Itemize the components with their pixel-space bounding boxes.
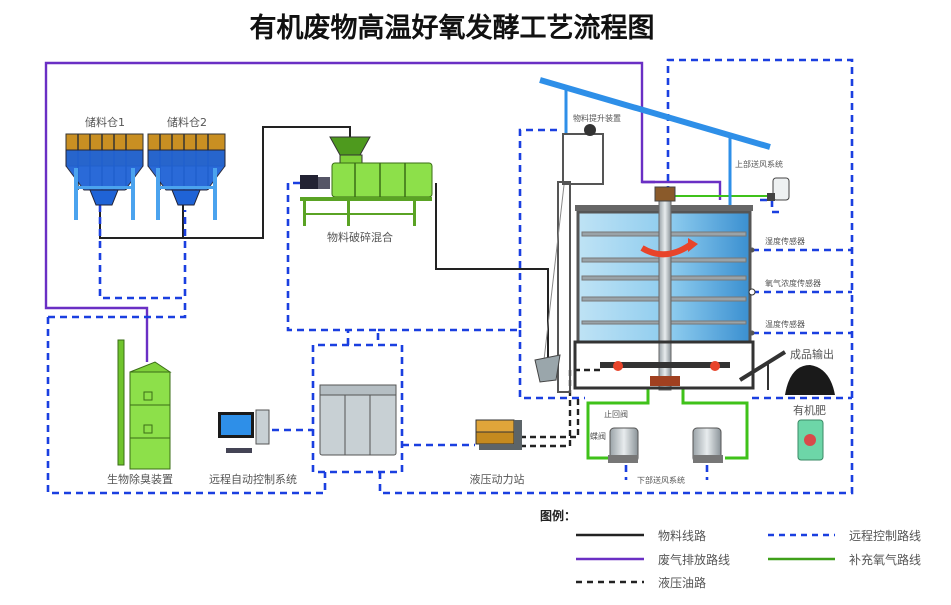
diagram-title: 有机废物高温好氧发酵工艺流程图 bbox=[250, 12, 655, 44]
control-cabinet[interactable] bbox=[319, 384, 397, 456]
legend-label-waste-gas: 废气排放路线 bbox=[658, 552, 730, 567]
crusher-mixer[interactable] bbox=[300, 136, 433, 226]
butterfly-valve-label: 蝶阀 bbox=[590, 431, 606, 441]
legend-label-remote-control: 远程控制路线 bbox=[849, 528, 921, 543]
hydraulic-oil-line bbox=[520, 368, 600, 448]
lower-air-blower-left[interactable] bbox=[608, 427, 639, 463]
storage-silo-1[interactable] bbox=[65, 133, 144, 220]
storage-silo-2[interactable] bbox=[147, 133, 226, 220]
hydraulic-power-station[interactable] bbox=[475, 419, 522, 450]
organic-fertilizer-label: 有机肥 bbox=[793, 403, 826, 417]
lower-air-supply-label: 下部送风系统 bbox=[637, 475, 685, 485]
upper-air-supply-label: 上部送风系统 bbox=[735, 159, 783, 169]
exhaust-roof-beam bbox=[539, 77, 771, 210]
legend-label-oxygen: 补充氧气路线 bbox=[849, 552, 921, 567]
oxygen-supply-line bbox=[586, 195, 770, 460]
fermentation-reactor[interactable] bbox=[573, 186, 755, 391]
waste-gas-line bbox=[44, 61, 722, 362]
material-lifting-device[interactable] bbox=[534, 124, 604, 393]
deodorizer-label: 生物除臭装置 bbox=[107, 472, 173, 486]
upper-air-blower[interactable] bbox=[767, 177, 790, 201]
crusher-mixer-label: 物料破碎混合 bbox=[327, 230, 393, 244]
hydraulic-station-label: 液压动力站 bbox=[470, 472, 525, 486]
humidity-sensor-label: 湿度传感器 bbox=[765, 236, 805, 246]
product-output-conveyor bbox=[738, 350, 787, 390]
remote-control-lines bbox=[46, 58, 854, 495]
legend: 图例： 物料线路 远程控制路线 废气排放路线 补充氧气路线 液压油路 bbox=[540, 508, 921, 590]
temperature-sensor-label: 温度传感器 bbox=[765, 319, 805, 329]
silo-2-label: 储料仓2 bbox=[167, 115, 207, 129]
silo-1-label: 储料仓1 bbox=[85, 115, 125, 129]
check-valve-label: 止回阀 bbox=[604, 409, 628, 419]
remote-computer[interactable] bbox=[218, 409, 270, 453]
product-output-label: 成品输出 bbox=[790, 347, 834, 361]
bio-deodorizer[interactable] bbox=[117, 339, 172, 470]
legend-label-material: 物料线路 bbox=[658, 528, 706, 543]
oxygen-sensor-label: 氧气浓度传感器 bbox=[765, 278, 821, 288]
legend-label-hydraulic: 液压油路 bbox=[658, 575, 706, 590]
sensors bbox=[748, 247, 756, 336]
lower-air-blower-right[interactable] bbox=[692, 427, 723, 463]
fertilizer-bag-icon bbox=[797, 419, 824, 461]
compost-pile bbox=[785, 365, 835, 395]
remote-control-label: 远程自动控制系统 bbox=[209, 472, 297, 486]
legend-title: 图例： bbox=[540, 508, 576, 523]
lifting-device-label: 物料提升装置 bbox=[573, 113, 621, 123]
